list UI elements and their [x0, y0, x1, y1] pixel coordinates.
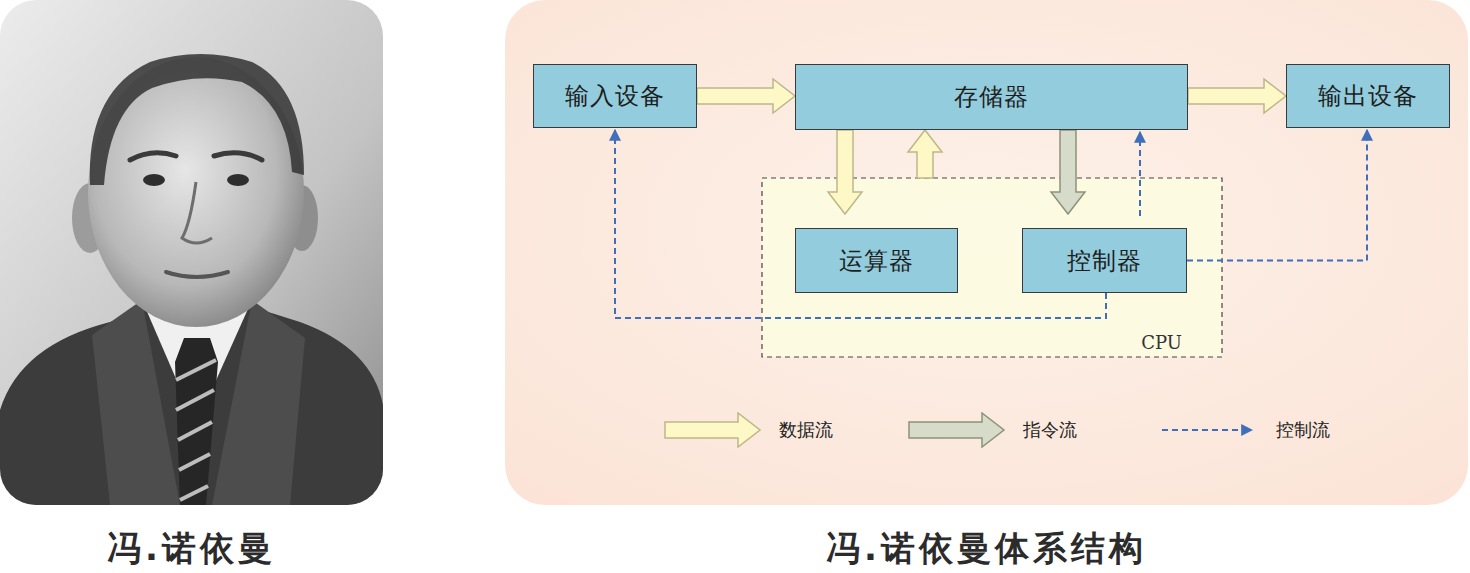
- data-flow-arrow: [1188, 79, 1286, 113]
- portrait-photo: [0, 0, 383, 505]
- figure-caption: 冯.诺依曼体系结构: [505, 526, 1468, 572]
- box-label: 输入设备: [565, 80, 665, 112]
- legend-sample: [663, 412, 763, 448]
- diagram-panel: [505, 0, 1468, 505]
- legend-item: 数据流: [663, 412, 833, 448]
- legend-sample-arrow: [665, 413, 760, 447]
- memory-box: 存储器: [795, 64, 1188, 130]
- legend-label: 指令流: [1023, 418, 1077, 442]
- device-box: 输出设备: [1286, 64, 1450, 128]
- legend-label: 控制流: [1276, 418, 1330, 442]
- lapel: [212, 300, 305, 505]
- hair: [90, 54, 304, 185]
- legend-sample: [1160, 412, 1260, 448]
- data-flow-arrow: [697, 79, 795, 113]
- box-label: 存储器: [954, 81, 1029, 113]
- nose: [182, 182, 212, 243]
- lapel: [92, 300, 180, 505]
- legend-sample: [907, 412, 1007, 448]
- photo-caption: 冯.诺依曼: [0, 526, 383, 572]
- cpu-region: CPU 运算器 控制器: [762, 178, 1222, 357]
- instruction-flow-arrow: [1051, 130, 1085, 214]
- control-unit-box: 控制器: [1022, 228, 1187, 293]
- tie-stripes: [176, 360, 216, 500]
- data-flow-arrow: [828, 130, 862, 214]
- control-flow-line: [1187, 130, 1367, 261]
- cpu-region-outline: [762, 178, 1222, 357]
- legend-item: 指令流: [907, 412, 1077, 448]
- legend-label: 数据流: [779, 418, 833, 442]
- tie: [175, 338, 218, 505]
- mouth: [166, 272, 228, 277]
- eyebrows: [130, 153, 262, 160]
- box-label: 运算器: [839, 245, 914, 277]
- region-outlines: [762, 178, 1222, 357]
- legend-sample-line: [1162, 429, 1252, 431]
- control-flow-line: [1139, 132, 1141, 216]
- legend-item: 控制流: [1160, 412, 1330, 448]
- device-box: 输入设备: [533, 64, 697, 128]
- region-label: CPU: [1141, 332, 1182, 353]
- box-label: 输出设备: [1318, 80, 1418, 112]
- box-label: 控制器: [1067, 245, 1142, 277]
- alu-box: 运算器: [795, 228, 958, 293]
- legend-sample-arrow: [909, 413, 1004, 447]
- photo-ground: [0, 0, 383, 505]
- data-flow-arrow: [908, 130, 942, 178]
